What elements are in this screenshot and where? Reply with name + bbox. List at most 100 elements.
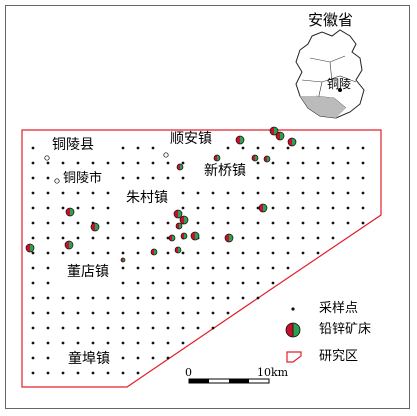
sampling-point <box>166 326 170 330</box>
sampling-point <box>151 311 155 315</box>
sampling-point <box>361 146 365 150</box>
sampling-point <box>286 251 290 255</box>
sampling-point <box>241 236 245 240</box>
sampling-point <box>106 326 110 330</box>
sampling-point <box>316 206 320 210</box>
sampling-point <box>316 191 320 195</box>
sampling-point <box>46 341 50 345</box>
sampling-point <box>106 311 110 315</box>
sampling-point <box>211 326 215 330</box>
legend-study-area-icon <box>286 351 302 363</box>
sampling-point <box>196 281 200 285</box>
sampling-point <box>301 236 305 240</box>
sampling-point <box>31 296 35 300</box>
deposit-marker <box>235 135 245 145</box>
sampling-point <box>271 251 275 255</box>
scale-distance-label: 10km <box>257 366 289 379</box>
sampling-point <box>136 266 140 270</box>
sampling-point <box>241 206 245 210</box>
deposit-marker <box>287 137 297 147</box>
sampling-point <box>256 176 260 180</box>
sampling-point <box>61 251 65 255</box>
sampling-point <box>151 221 155 225</box>
sampling-point <box>61 296 65 300</box>
sampling-point <box>196 191 200 195</box>
label-shunan: 顺安镇 <box>170 131 212 147</box>
sampling-point <box>46 206 50 210</box>
sampling-point <box>121 296 125 300</box>
label-tongbu: 童埠镇 <box>68 351 110 367</box>
sampling-point <box>151 146 155 150</box>
sampling-point <box>136 146 140 150</box>
sampling-point <box>31 206 35 210</box>
sampling-point <box>271 191 275 195</box>
sampling-point <box>151 236 155 240</box>
sampling-point <box>361 161 365 165</box>
sampling-point <box>196 251 200 255</box>
deposit-markers <box>25 126 297 263</box>
sampling-point <box>181 161 185 165</box>
sampling-point <box>151 161 155 165</box>
sampling-point <box>286 206 290 210</box>
sampling-point <box>271 281 275 285</box>
sampling-point <box>91 236 95 240</box>
sampling-point <box>346 191 350 195</box>
sampling-point <box>106 236 110 240</box>
sampling-point <box>166 296 170 300</box>
sampling-point <box>181 191 185 195</box>
sampling-point <box>76 161 80 165</box>
deposit-marker <box>179 215 189 225</box>
sampling-point <box>166 281 170 285</box>
sampling-point <box>331 161 335 165</box>
sampling-point <box>286 221 290 225</box>
deposit-marker <box>173 209 183 219</box>
province-shaded-region <box>300 96 346 118</box>
sampling-point <box>241 266 245 270</box>
deposit-marker <box>213 154 221 162</box>
sampling-point <box>241 146 245 150</box>
sampling-point <box>106 341 110 345</box>
deposit-marker <box>175 222 183 230</box>
sampling-point <box>181 206 185 210</box>
sampling-point <box>61 161 65 165</box>
sampling-point <box>31 221 35 225</box>
sampling-point <box>226 266 230 270</box>
sampling-point <box>151 281 155 285</box>
sampling-point <box>301 221 305 225</box>
sampling-point <box>136 326 140 330</box>
sampling-point <box>181 311 185 315</box>
deposit-marker <box>25 243 35 253</box>
sampling-point <box>46 191 50 195</box>
sampling-point <box>91 311 95 315</box>
sampling-point <box>226 206 230 210</box>
sampling-point <box>286 161 290 165</box>
sampling-point <box>226 146 230 150</box>
sampling-point <box>136 161 140 165</box>
sampling-point <box>136 221 140 225</box>
town-marker-tongling-city <box>54 178 60 184</box>
sampling-point <box>286 236 290 240</box>
sampling-point <box>61 371 65 375</box>
sampling-point <box>226 311 230 315</box>
sampling-point <box>121 251 125 255</box>
sampling-point <box>211 266 215 270</box>
sampling-point <box>316 161 320 165</box>
sampling-point <box>166 251 170 255</box>
sampling-point <box>151 176 155 180</box>
sampling-point <box>91 251 95 255</box>
sampling-point <box>211 296 215 300</box>
deposit-marker <box>251 154 259 162</box>
sampling-point <box>166 221 170 225</box>
sampling-point <box>31 236 35 240</box>
sampling-point <box>91 191 95 195</box>
sampling-point <box>316 176 320 180</box>
sampling-points <box>31 146 365 375</box>
deposit-marker <box>90 222 100 232</box>
town-marker-shunan <box>163 152 169 158</box>
sampling-point <box>76 341 80 345</box>
legend-study-area-label: 研究区 <box>319 349 359 364</box>
sampling-point <box>91 371 95 375</box>
deposit-marker <box>275 131 285 141</box>
deposit-marker <box>168 234 176 242</box>
sampling-point <box>151 356 155 360</box>
